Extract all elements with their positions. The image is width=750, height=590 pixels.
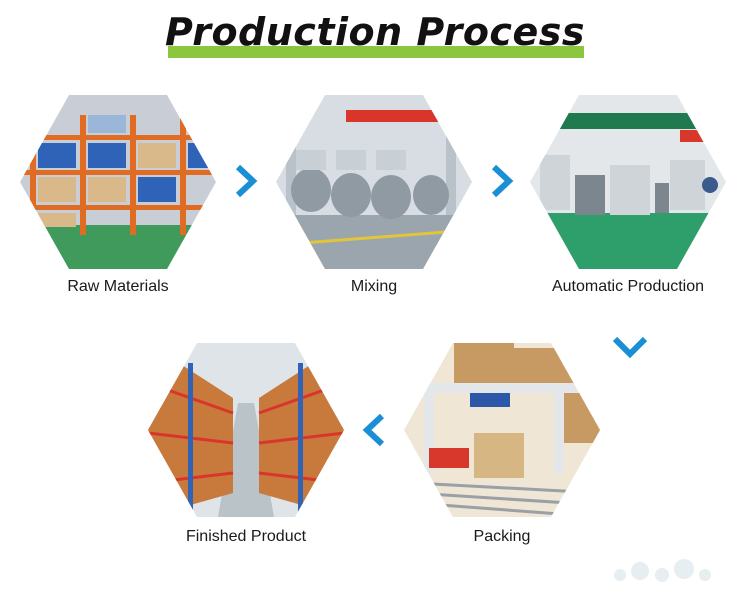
decorative-splash bbox=[600, 545, 730, 585]
arrow-2 bbox=[489, 164, 515, 203]
step-label: Raw Materials bbox=[67, 278, 169, 295]
chevron-left-icon bbox=[362, 413, 385, 447]
chevron-right-icon bbox=[491, 164, 514, 198]
arrow-4 bbox=[361, 413, 387, 452]
chevron-right-icon bbox=[235, 164, 258, 198]
title-underline bbox=[168, 46, 584, 58]
step-label: Packing bbox=[473, 528, 531, 545]
packing-image bbox=[404, 343, 600, 517]
automatic-production-image bbox=[530, 95, 726, 269]
page-title: Production Process bbox=[165, 10, 585, 54]
raw-materials-image bbox=[20, 95, 216, 269]
arrow-1 bbox=[233, 164, 259, 203]
step-label: Finished Product bbox=[185, 528, 307, 545]
chevron-down-icon bbox=[612, 336, 648, 359]
step-label: Mixing bbox=[350, 278, 398, 295]
finished-product-image bbox=[148, 343, 344, 517]
step-label: Automatic Production bbox=[551, 278, 705, 295]
mixing-image bbox=[276, 95, 472, 269]
title-area: Production Process bbox=[0, 4, 750, 64]
arrow-3 bbox=[612, 334, 648, 365]
